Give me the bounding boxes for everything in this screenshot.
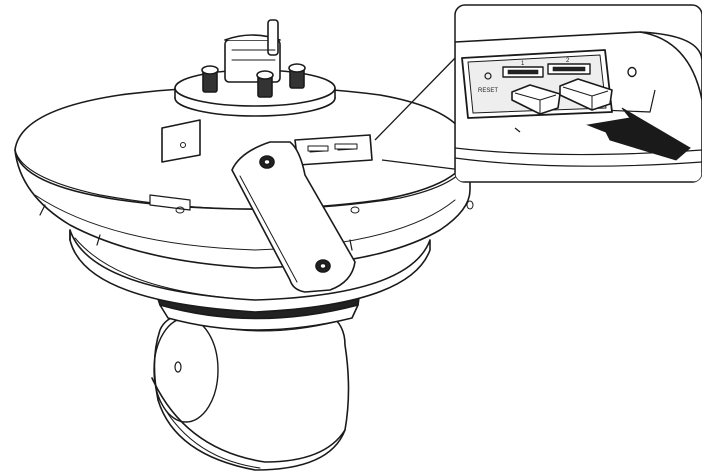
reset-label: RESET	[478, 88, 498, 94]
insert-arrow-icon	[586, 107, 691, 161]
main-disc	[14, 85, 474, 269]
sd-slot-window	[294, 134, 373, 166]
callout-leaders	[374, 54, 463, 171]
slot-cover	[231, 141, 356, 293]
zoom-callout: RESET 1 2	[454, 4, 702, 183]
dome-ball	[151, 314, 350, 471]
port-label-1: 1	[521, 61, 525, 67]
lower-housing	[69, 229, 431, 313]
port-label-2: 2	[566, 58, 570, 64]
cable-glands	[201, 63, 306, 98]
camera-body	[14, 19, 474, 471]
sd-card-1	[511, 84, 561, 115]
latch-plate	[161, 119, 201, 163]
sd-card-2	[559, 78, 613, 111]
